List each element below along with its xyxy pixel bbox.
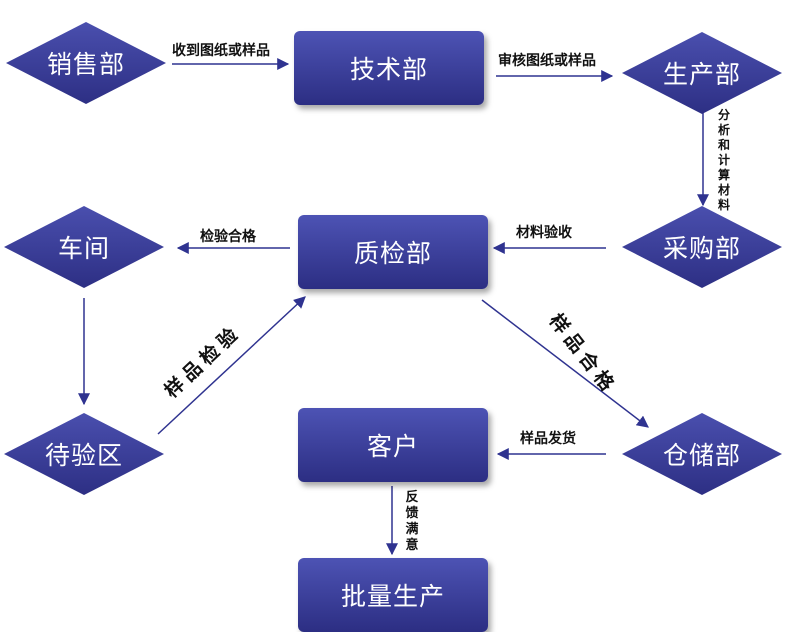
label-purchasing-to-quality: 材料验收 [516,225,572,241]
node-tech: 技术部 [294,31,484,105]
label-quality-to-workshop: 检验合格 [200,229,256,245]
label-warehouse-to-customer: 样品发货 [520,431,576,447]
node-customer: 客户 [298,408,488,482]
arrow-area-to-quality [157,296,306,435]
node-mass-production: 批量生产 [298,558,488,632]
label-production-to-purchasing: 分析和计算材料 [717,108,730,212]
arrow-quality-to-warehouse [481,299,649,428]
label-sales-to-tech: 收到图纸或样品 [172,43,270,59]
node-quality: 质检部 [298,215,488,289]
label-tech-to-production: 审核图纸或样品 [498,53,596,69]
label-customer-to-mass: 反馈满意 [405,490,419,553]
